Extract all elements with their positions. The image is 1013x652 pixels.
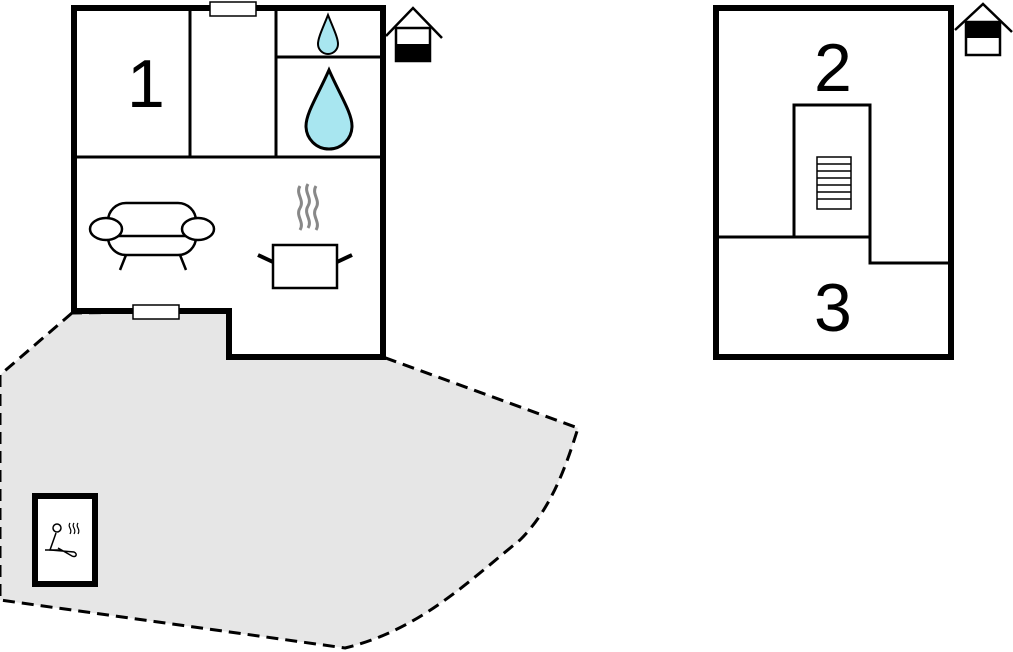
stairs-icon xyxy=(816,156,852,210)
window xyxy=(209,1,257,17)
house-1-walls xyxy=(71,5,386,360)
sofa-icon xyxy=(88,201,216,271)
water-drop-icon xyxy=(316,12,340,55)
room-label-1: 1 xyxy=(127,46,165,122)
house-icon xyxy=(954,2,1013,57)
house-icon xyxy=(385,6,443,63)
room-label-3: 3 xyxy=(814,270,852,346)
room-label-2: 2 xyxy=(814,30,852,106)
sauna-icon xyxy=(32,493,98,587)
cooking-pot-icon xyxy=(257,183,353,290)
water-drop-icon xyxy=(304,66,354,151)
door xyxy=(132,304,180,320)
interior-walls xyxy=(716,103,951,265)
interior-walls xyxy=(74,8,383,159)
terrace xyxy=(0,309,580,650)
